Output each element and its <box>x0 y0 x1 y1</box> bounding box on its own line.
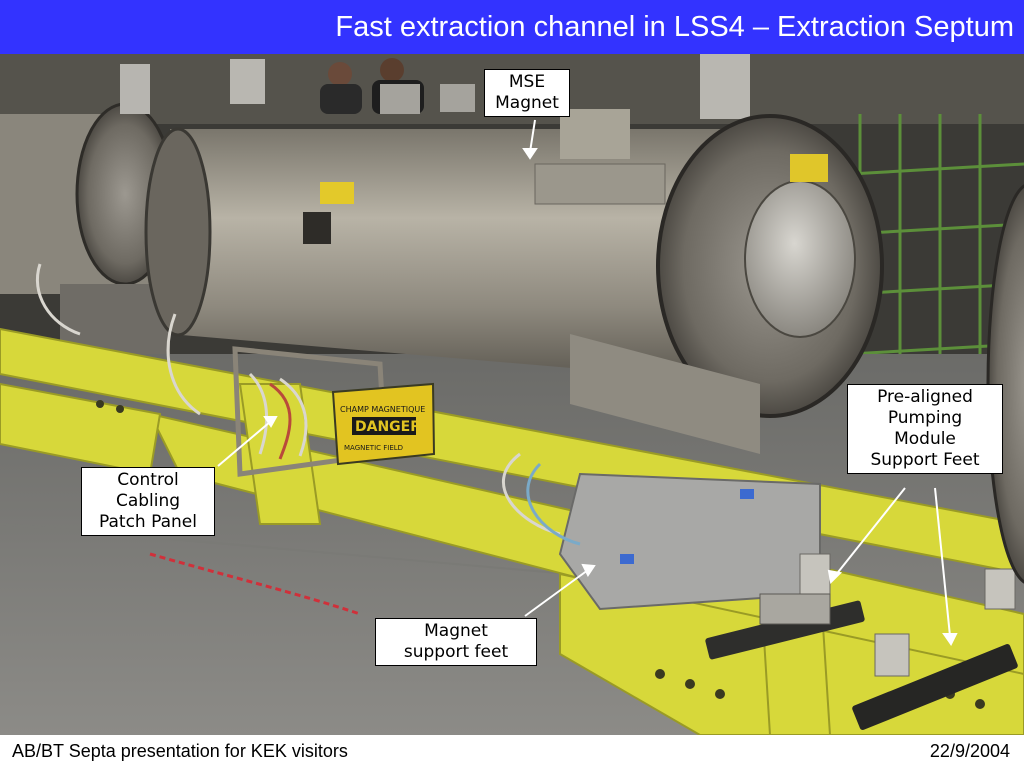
label-magnet-support-feet: Magnet support feet <box>375 618 537 666</box>
pumping-module-support-feet <box>705 553 1018 730</box>
label-cabling-patch-panel: Control Cabling Patch Panel <box>81 467 215 536</box>
title-bar: Fast extraction channel in LSS4 – Extrac… <box>0 0 1024 54</box>
photo-extraction-septum: CHAMP MAGNETIQUE DANGER MAGNETIC FIELD <box>0 54 1024 735</box>
sign-text-champ: CHAMP MAGNETIQUE <box>340 405 425 414</box>
sign-text-danger: DANGER <box>355 419 421 435</box>
footer-presentation-name: AB/BT Septa presentation for KEK visitor… <box>12 741 348 761</box>
footer-date: 22/9/2004 <box>929 741 1010 761</box>
red-chain <box>149 552 361 616</box>
slide-footer: AB/BT Septa presentation for KEK visitor… <box>0 735 1024 768</box>
slide-title: Fast extraction channel in LSS4 – Extrac… <box>335 10 1014 43</box>
photo-illustration: CHAMP MAGNETIQUE DANGER MAGNETIC FIELD <box>0 54 1024 735</box>
label-pumping-module-feet: Pre-aligned Pumping Module Support Feet <box>847 384 1003 474</box>
cables <box>35 263 581 546</box>
label-mse-magnet: MSE Magnet <box>484 69 570 117</box>
annotation-arrows <box>217 119 958 646</box>
mse-magnet-tank <box>144 54 884 611</box>
danger-sign: CHAMP MAGNETIQUE DANGER MAGNETIC FIELD <box>331 382 436 466</box>
sign-text-magnetic-field: MAGNETIC FIELD <box>344 444 403 452</box>
